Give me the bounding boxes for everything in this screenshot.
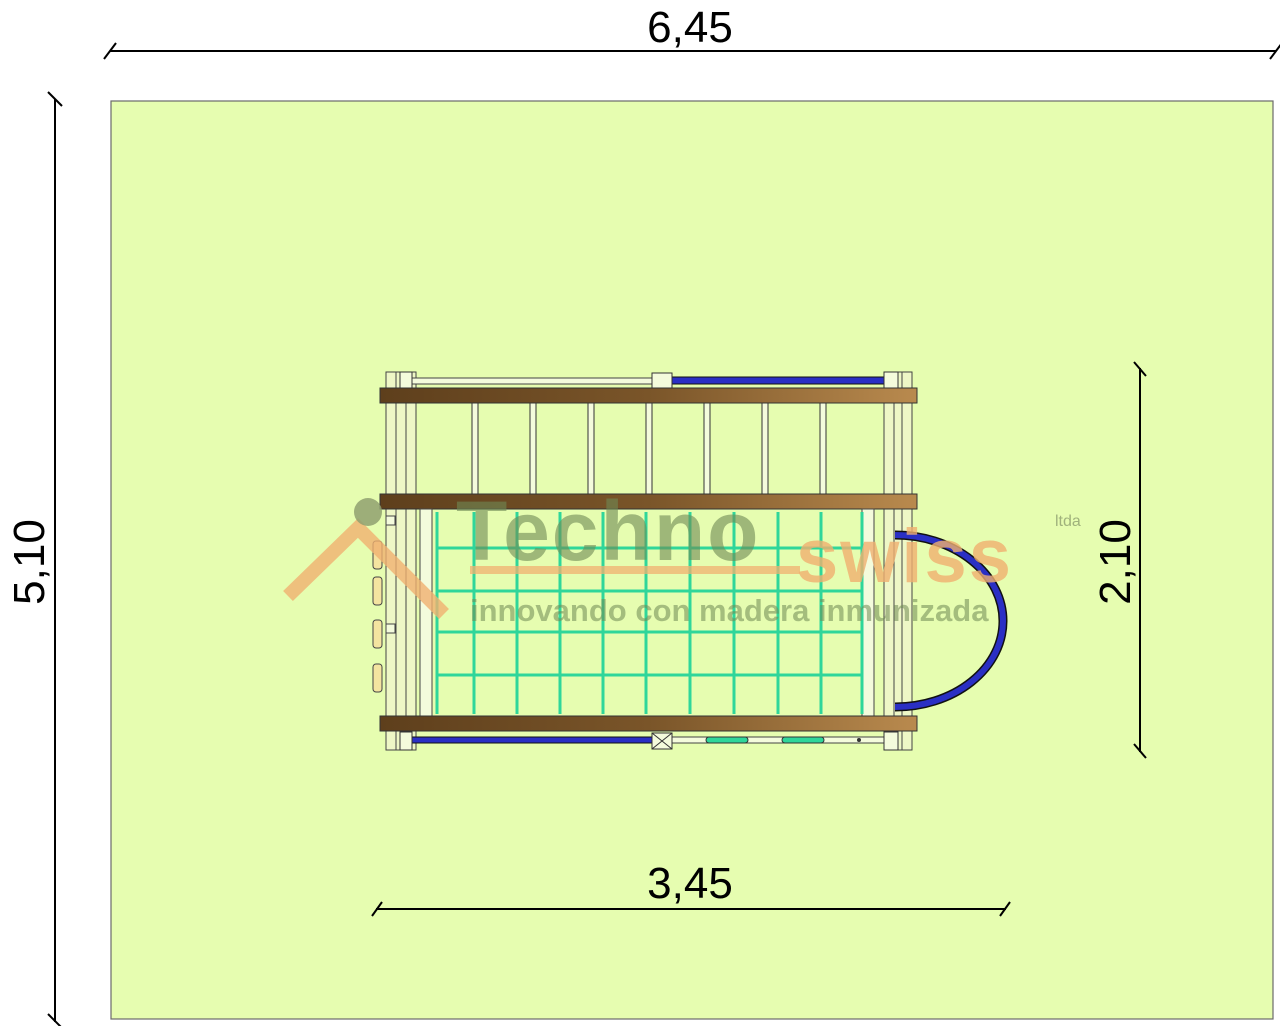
play-structure xyxy=(372,371,1008,751)
dimension-overall-width xyxy=(103,42,1280,60)
post-top-middle xyxy=(651,372,673,389)
climbing-net xyxy=(435,512,864,714)
watermark-brand-left: Techno xyxy=(456,484,760,578)
post-bottom-middle xyxy=(651,732,673,750)
post-bottom-right xyxy=(883,731,899,751)
climbing-holds xyxy=(372,515,396,693)
dimension-structure-width-label: 3,45 xyxy=(647,859,733,908)
dimension-overall-width-label: 6,45 xyxy=(647,3,733,52)
beam-bottom xyxy=(379,715,918,732)
watermark-tagline: innovando con madera inmunizada xyxy=(470,593,989,628)
watermark-roof-icon xyxy=(283,518,449,619)
dimension-overall-depth-label: 5,10 xyxy=(5,519,54,605)
watermark-brand-right: swiss xyxy=(796,514,1013,599)
beam-middle xyxy=(379,493,918,510)
dimension-structure-depth-label: 2,10 xyxy=(1091,519,1140,605)
post-top-right xyxy=(883,371,899,389)
dimension-structure-width xyxy=(371,901,1011,917)
ground-area xyxy=(110,100,1274,1020)
post-bottom-left xyxy=(399,731,413,751)
dimension-structure-depth xyxy=(1133,361,1147,759)
post-top-left xyxy=(399,371,413,389)
watermark-suffix: ltda xyxy=(1055,513,1081,530)
beam-top xyxy=(379,387,918,404)
watermark-logo: Techno swiss ltda innovando con madera i… xyxy=(283,484,1081,628)
